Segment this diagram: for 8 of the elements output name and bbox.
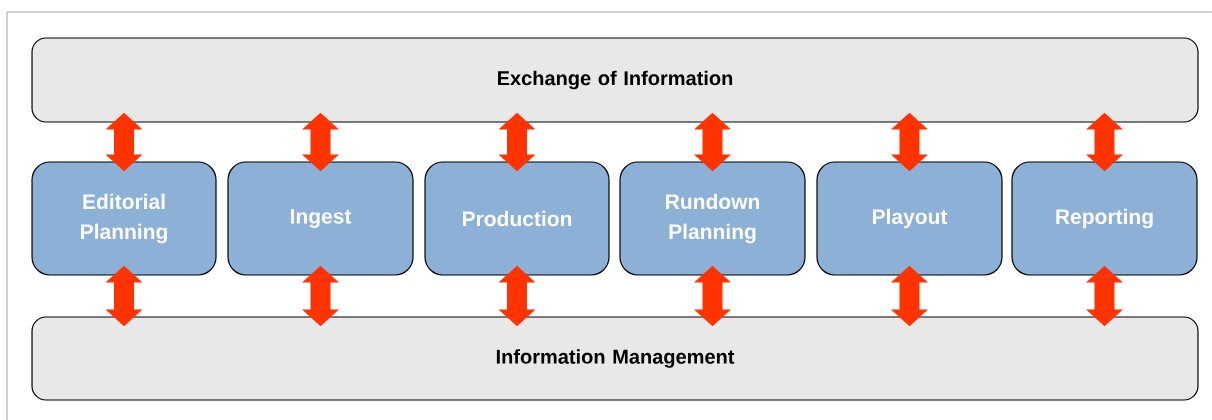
band-box: Exchange of Information	[31, 37, 1199, 123]
process-box: Editorial Planning	[31, 161, 217, 276]
process-box: Rundown Planning	[619, 161, 806, 276]
process-box: Playout	[816, 161, 1003, 276]
process-box: Reporting	[1011, 161, 1198, 276]
process-box: Ingest	[227, 161, 414, 276]
process-box: Production	[424, 161, 610, 276]
band-box: Information Management	[31, 316, 1199, 401]
